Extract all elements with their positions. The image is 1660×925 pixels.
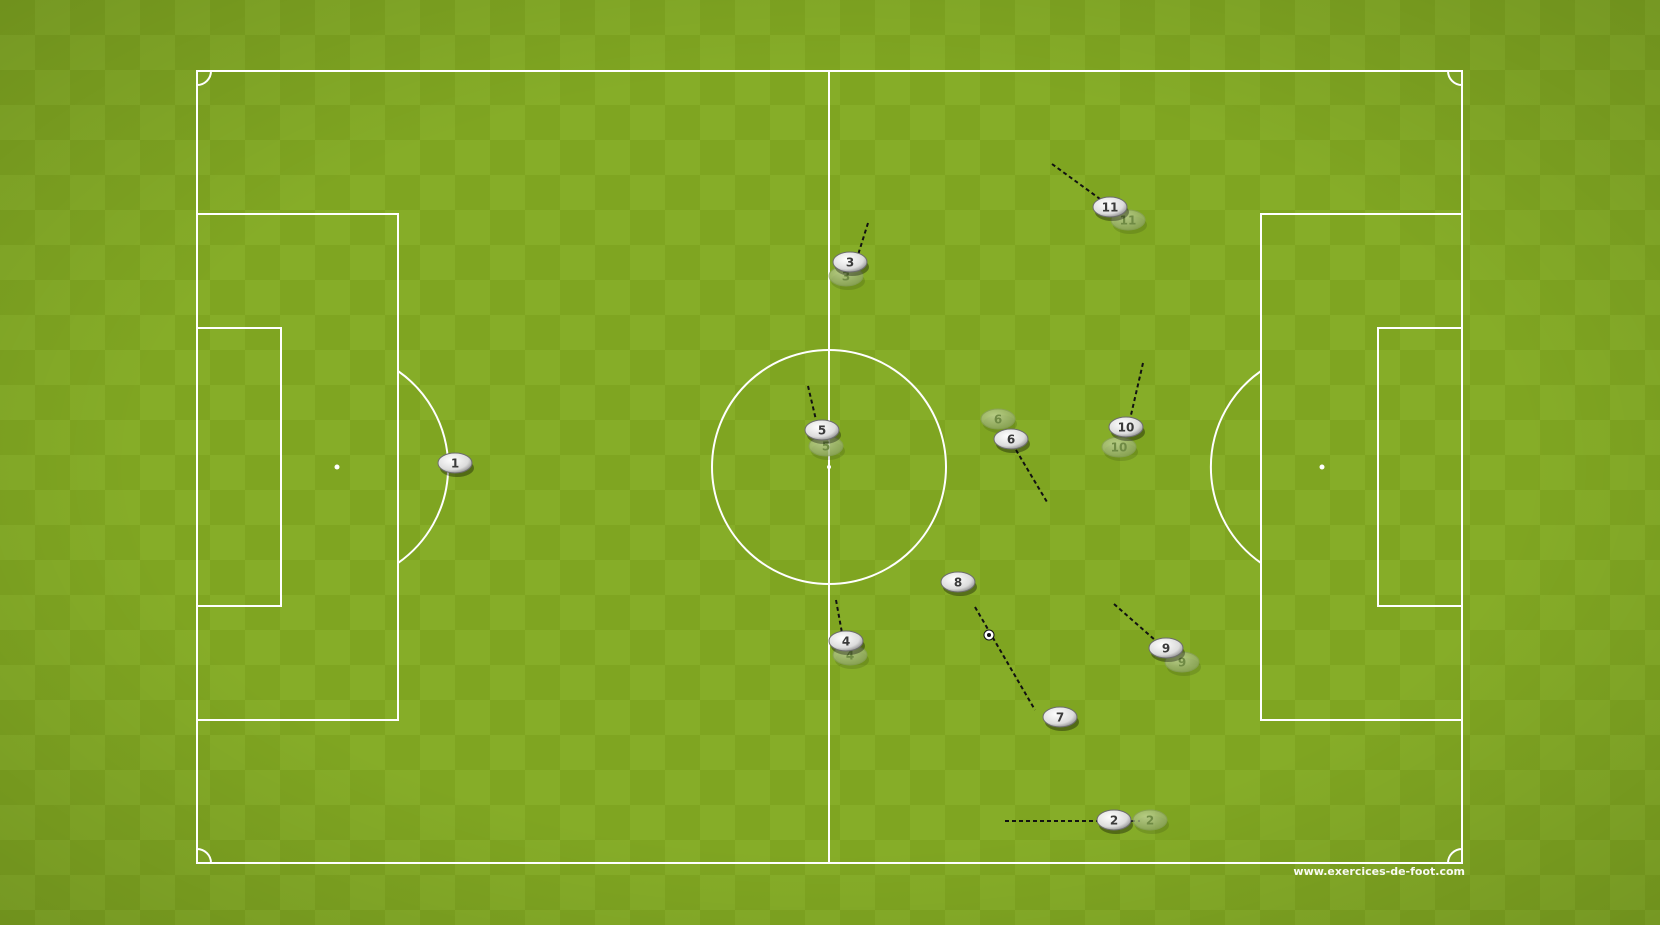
ghost-number: 10 xyxy=(1111,441,1128,455)
player-disc xyxy=(940,571,976,593)
player-disc xyxy=(1108,416,1144,438)
player-4[interactable]: 4 xyxy=(828,630,865,655)
player-number: 3 xyxy=(846,256,854,270)
corner-arc-bottom-left xyxy=(196,848,212,864)
player-number: 10 xyxy=(1118,421,1135,435)
ghost-disc xyxy=(1101,436,1137,458)
player-3[interactable]: 3 xyxy=(832,251,869,276)
player-5[interactable]: 5 xyxy=(804,419,841,444)
movement-line-9 xyxy=(1113,603,1156,641)
left-goal-area xyxy=(196,327,282,607)
corner-arc-top-left xyxy=(196,70,212,86)
ghost-number: 2 xyxy=(1146,814,1154,828)
player-number: 7 xyxy=(1056,711,1064,725)
ghost-disc xyxy=(1132,809,1168,831)
player-number: 1 xyxy=(451,457,459,471)
player-number: 5 xyxy=(818,424,826,438)
movement-line-3 xyxy=(857,222,869,256)
centre-circle xyxy=(711,349,947,585)
website-credit: www.exercices-de-foot.com xyxy=(1293,865,1465,878)
right-penalty-arc xyxy=(1209,370,1262,564)
movement-line-5 xyxy=(807,385,817,421)
movement-line-4 xyxy=(835,599,843,634)
movement-line-10 xyxy=(1130,362,1144,416)
player-number: 8 xyxy=(954,576,962,590)
ghost-number: 4 xyxy=(846,649,854,663)
player-disc xyxy=(1042,706,1078,728)
right-penalty-spot xyxy=(1319,464,1325,470)
player-disc xyxy=(1096,809,1132,831)
player-8[interactable]: 8 xyxy=(940,571,977,596)
ball-layer xyxy=(983,629,995,641)
ghost-player-2[interactable]: 2 xyxy=(1132,809,1169,834)
ghost-number: 9 xyxy=(1178,656,1186,670)
players: 1 2 3 4 5 6 7 8 9 10 11 xyxy=(437,196,1185,834)
player-disc xyxy=(1148,637,1184,659)
previous-positions: 2 3 4 5 6 9 10 11 xyxy=(808,209,1201,834)
player-disc xyxy=(437,452,473,474)
player-number: 4 xyxy=(842,635,850,649)
movement-line-6 xyxy=(1015,449,1048,503)
ghost-player-10[interactable]: 10 xyxy=(1101,436,1138,461)
corner-arc-top-right xyxy=(1447,70,1463,86)
right-goal-area xyxy=(1377,327,1463,607)
player-number: 11 xyxy=(1102,201,1119,215)
ghost-disc xyxy=(980,408,1016,430)
ghost-player-5[interactable]: 5 xyxy=(808,435,845,460)
player-number: 2 xyxy=(1110,814,1118,828)
player-7[interactable]: 7 xyxy=(1042,706,1079,731)
movement-line-11 xyxy=(1051,163,1101,200)
player-6[interactable]: 6 xyxy=(993,428,1030,453)
player-2[interactable]: 2 xyxy=(1096,809,1133,834)
player-1[interactable]: 1 xyxy=(437,452,474,477)
player-disc xyxy=(828,630,864,652)
movement-line-7 xyxy=(974,606,1036,711)
centre-spot xyxy=(827,465,831,469)
ghost-number: 6 xyxy=(994,413,1002,427)
player-9[interactable]: 9 xyxy=(1148,637,1185,662)
player-number: 9 xyxy=(1162,642,1170,656)
ghost-number: 5 xyxy=(822,440,830,454)
ghost-number: 11 xyxy=(1120,214,1137,228)
player-10[interactable]: 10 xyxy=(1108,416,1145,441)
left-penalty-spot xyxy=(334,464,340,470)
player-disc xyxy=(832,251,868,273)
ghost-number: 3 xyxy=(842,270,850,284)
ball-pentagon xyxy=(987,633,991,637)
ghost-player-6[interactable]: 6 xyxy=(980,408,1017,433)
player-11[interactable]: 11 xyxy=(1092,196,1129,221)
player-number: 6 xyxy=(1007,433,1015,447)
corner-arc-bottom-right xyxy=(1447,848,1463,864)
player-disc xyxy=(804,419,840,441)
soccer-ball-icon[interactable] xyxy=(983,629,995,641)
player-disc xyxy=(1092,196,1128,218)
player-disc xyxy=(993,428,1029,450)
